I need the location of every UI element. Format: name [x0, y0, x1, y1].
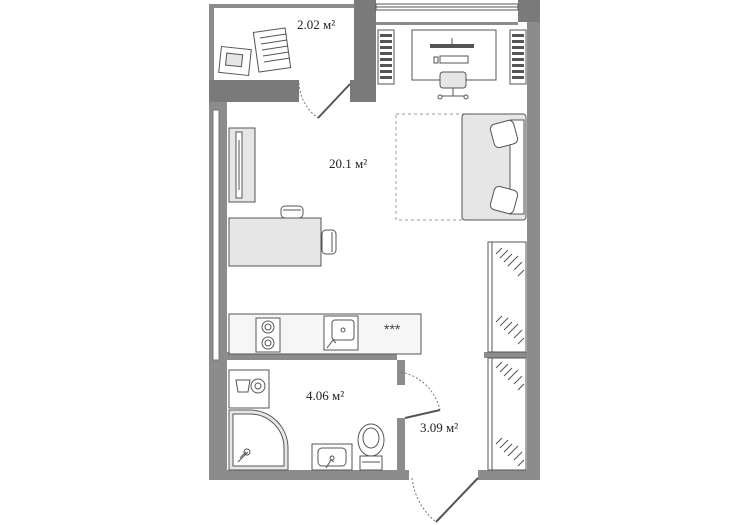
- shower: [228, 409, 289, 471]
- kitchen-sink: [323, 315, 359, 351]
- walls: [209, 0, 540, 480]
- wardrobe: [487, 241, 527, 471]
- hob: [255, 317, 281, 353]
- entrance-door: [411, 477, 479, 523]
- dining-table: [228, 217, 322, 267]
- shelf-left: [377, 29, 395, 85]
- keyboard: [439, 55, 469, 64]
- wall-wardrobe: [484, 352, 527, 358]
- desk-chair: [437, 71, 469, 100]
- balcony-room-wall-left: [209, 80, 299, 102]
- balcony-chair: [252, 27, 292, 73]
- sofa: [461, 113, 527, 221]
- wall-bottom-right: [478, 470, 540, 480]
- bathroom-area-label: 4.06 м²: [306, 388, 345, 403]
- shelf-right: [509, 29, 527, 85]
- bathroom-door-leaf: [404, 409, 441, 419]
- wall-right: [527, 22, 540, 480]
- stove-burners: ***: [384, 321, 401, 337]
- pillar-left: [354, 0, 376, 102]
- window-sill: [376, 22, 518, 25]
- bathroom-door-arc: [400, 371, 441, 411]
- wash-basin: [311, 443, 353, 471]
- balcony-door-arc: [298, 82, 319, 119]
- dining-chair-right: [321, 229, 337, 255]
- balcony-wall-top: [209, 4, 359, 8]
- sofa-pillow-top: [489, 119, 519, 149]
- balcony: [218, 27, 351, 119]
- hallway-area-label: 3.09 м²: [420, 420, 459, 435]
- washing-machine: [228, 369, 270, 409]
- balcony-area-label: 2.02 м²: [297, 17, 336, 32]
- sofa-pillow-bottom: [489, 185, 519, 215]
- monitor: [430, 44, 474, 48]
- window-left: [212, 109, 220, 361]
- wall-kitchen-bath: [227, 352, 397, 360]
- living-room: ***: [228, 29, 527, 355]
- dining-chair-top: [280, 205, 304, 219]
- toilet: [357, 423, 385, 471]
- bathroom: [228, 369, 441, 471]
- living-area-label: 20.1 м²: [329, 156, 368, 171]
- balcony-wall-left: [209, 4, 214, 84]
- wall-bath-hall-bottom: [397, 418, 405, 473]
- balcony-table: [218, 45, 252, 77]
- wall-bottom-left: [209, 470, 409, 480]
- balcony-door-leaf: [317, 83, 351, 119]
- tv-stand: [228, 127, 256, 203]
- kitchen-counter: [228, 313, 422, 355]
- pillar-right: [518, 0, 540, 22]
